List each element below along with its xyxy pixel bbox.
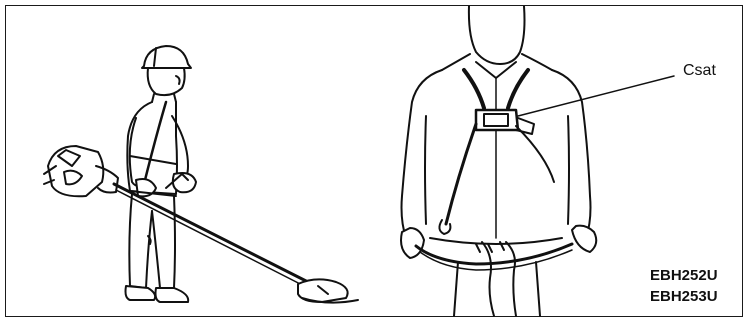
callout-label: Csat [683, 62, 716, 80]
model-number: EBH252U [650, 265, 718, 286]
harness-figure [401, 6, 596, 316]
figure-frame [5, 5, 743, 317]
illustration [6, 6, 744, 318]
callout-leader-line [518, 76, 674, 116]
model-list: EBH252U EBH253U [650, 265, 718, 307]
operator-figure [44, 46, 358, 303]
model-number: EBH253U [650, 286, 718, 307]
